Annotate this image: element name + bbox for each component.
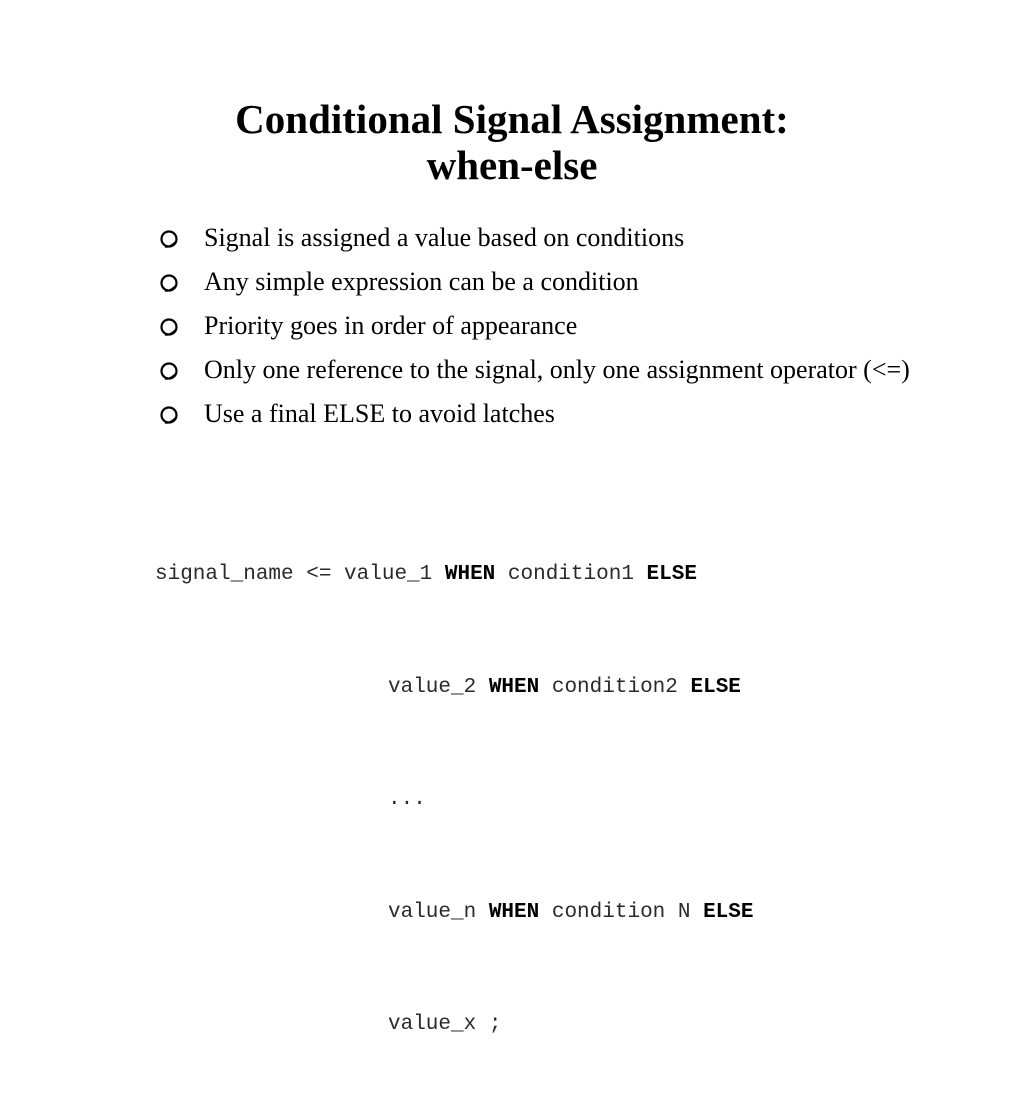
hollow-circle-bullet-icon [160, 230, 178, 248]
slide-title: Conditional Signal Assignment: when-else [0, 96, 1024, 188]
code-keyword-else: ELSE [690, 675, 741, 699]
code-keyword-when: WHEN [488, 900, 540, 924]
bullet-text: Use a final ELSE to avoid latches [204, 399, 555, 428]
bullet-text: Signal is assigned a value based on cond… [204, 223, 685, 252]
bullet-item: Signal is assigned a value based on cond… [157, 221, 917, 254]
code-condition: condition1 [495, 563, 647, 586]
code-line-1: signal_name <= value_1 WHEN condition1 E… [155, 556, 754, 594]
code-final-value: value_x ; [388, 1013, 502, 1036]
code-condition: condition N [539, 900, 704, 924]
bullet-item: Any simple expression can be a condition [157, 265, 917, 298]
bullet-text: Only one reference to the signal, only o… [204, 355, 910, 384]
code-assign-operator: <= [293, 563, 345, 586]
code-value: value_n [388, 900, 489, 924]
bullet-text: Priority goes in order of appearance [204, 311, 578, 340]
title-line-2: when-else [426, 142, 598, 188]
hollow-circle-bullet-icon [160, 274, 178, 292]
code-keyword-else: ELSE [703, 900, 754, 924]
code-line-4: value_n WHEN condition N ELSE [155, 894, 754, 932]
title-line-1: Conditional Signal Assignment: [235, 96, 789, 142]
code-block: signal_name <= value_1 WHEN condition1 E… [155, 481, 754, 1119]
bullet-list: Signal is assigned a value based on cond… [157, 221, 917, 441]
slide: Conditional Signal Assignment: when-else… [0, 96, 1024, 1036]
code-ellipsis: ... [388, 788, 426, 811]
hollow-circle-bullet-icon [160, 362, 178, 380]
bullet-item: Priority goes in order of appearance [157, 309, 917, 342]
code-signal-name: signal_name [155, 563, 294, 586]
code-line-5: value_x ; [155, 1006, 754, 1044]
code-line-3: ... [155, 781, 754, 819]
code-line-2: value_2 WHEN condition2 ELSE [155, 669, 754, 707]
bullet-item: Use a final ELSE to avoid latches [157, 397, 917, 430]
code-keyword-when: WHEN [488, 675, 540, 699]
code-value: value_2 [388, 675, 489, 699]
hollow-circle-bullet-icon [160, 406, 178, 424]
hollow-circle-bullet-icon [160, 318, 178, 336]
code-keyword-when: WHEN [444, 563, 496, 586]
bullet-text: Any simple expression can be a condition [204, 267, 639, 296]
code-value: value_1 [344, 563, 445, 586]
code-condition: condition2 [539, 675, 691, 699]
code-keyword-else: ELSE [646, 563, 697, 586]
bullet-item: Only one reference to the signal, only o… [157, 353, 917, 386]
